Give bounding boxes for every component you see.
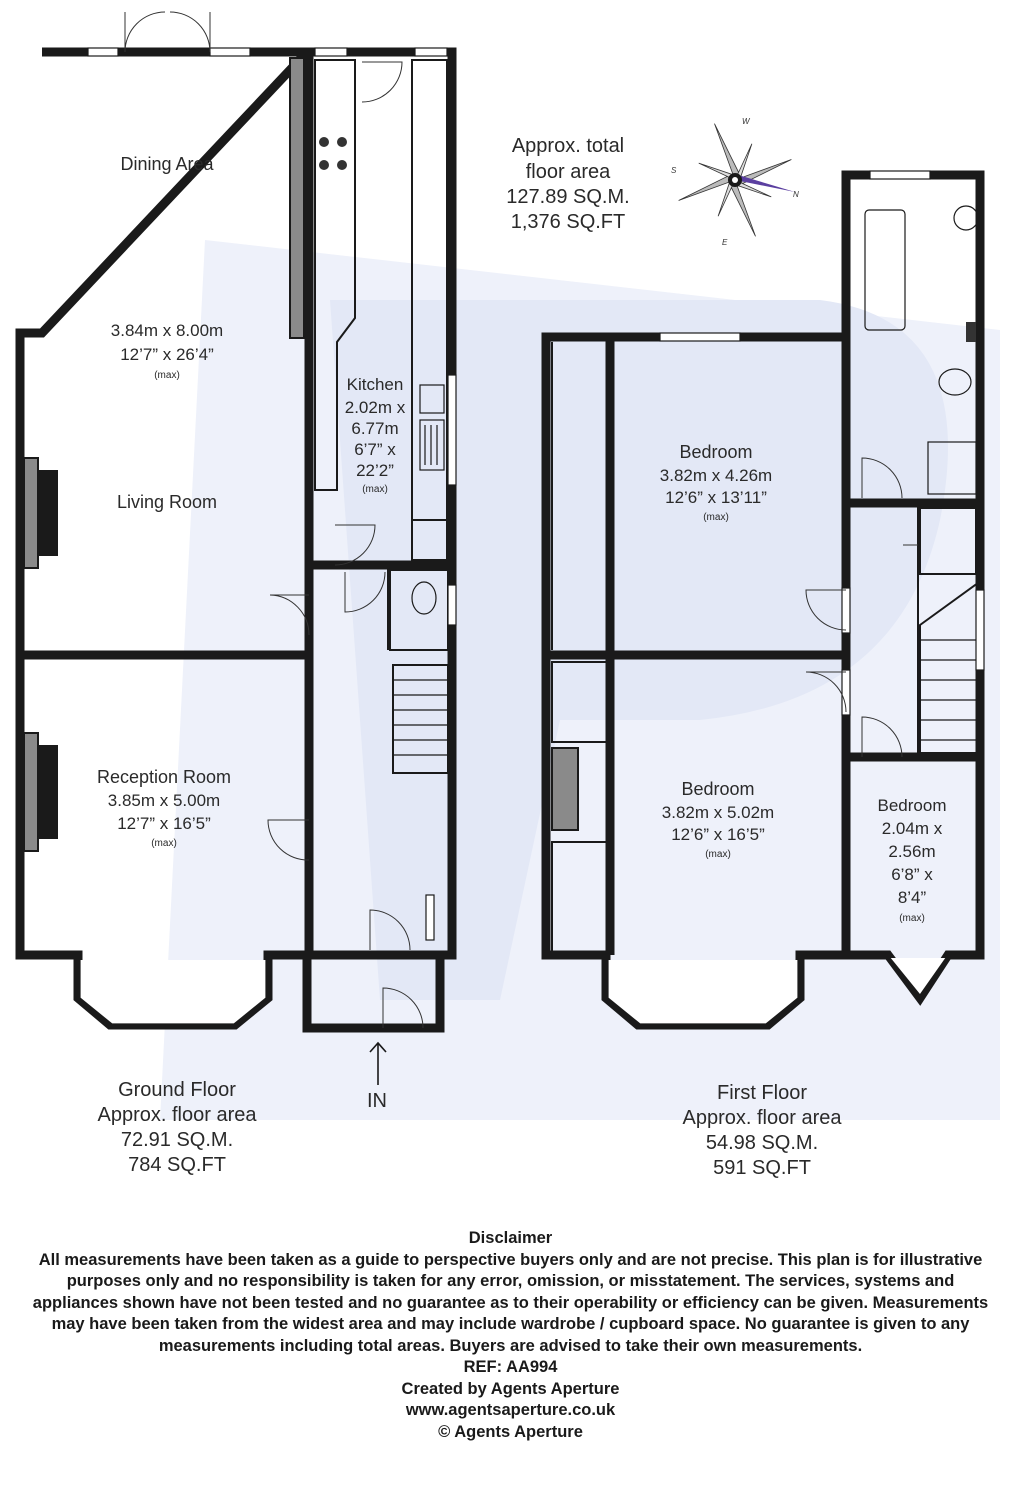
first-caption-4: 591 SQ.FT bbox=[713, 1157, 811, 1179]
kitchen-dim-3: 6’7” x bbox=[354, 440, 396, 459]
toilet-icon bbox=[411, 581, 437, 615]
total-area-sqm: 127.89 SQ.M. bbox=[506, 186, 629, 208]
compass-icon bbox=[678, 123, 795, 237]
kitchen-dim-4: 22’2” bbox=[356, 461, 394, 480]
sink-icon bbox=[419, 384, 445, 471]
total-area-sqft: 1,376 SQ.FT bbox=[511, 211, 626, 233]
living-max-note: (max) bbox=[154, 370, 180, 381]
bedroom-1-dim-ft: 12’6” x 13’11” bbox=[665, 488, 767, 507]
reception-max-note: (max) bbox=[151, 838, 177, 849]
dining-area-label: Dining Area bbox=[120, 154, 214, 174]
first-caption-3: 54.98 SQ.M. bbox=[706, 1132, 818, 1154]
watermark-logo bbox=[160, 240, 1000, 1120]
ground-floor-plan bbox=[15, 11, 457, 1085]
toilet-icon-upstairs bbox=[938, 368, 972, 396]
bedroom-3-dim-3: 6’8” x bbox=[891, 865, 933, 884]
floor-plan: W N S E Approx. total floor area 127.89 … bbox=[15, 11, 1000, 1179]
living-dim-m: 3.84m x 8.00m bbox=[111, 321, 223, 340]
reception-dim-ft: 12’7” x 16’5” bbox=[117, 814, 211, 833]
bedroom-1-dim-m: 3.82m x 4.26m bbox=[660, 466, 772, 485]
created-by: Created by Agents Aperture bbox=[401, 1379, 620, 1398]
bedroom-3-dim-2: 2.56m bbox=[888, 842, 935, 861]
copyright: © Agents Aperture bbox=[438, 1422, 583, 1441]
first-caption-1: First Floor bbox=[717, 1082, 807, 1104]
first-floor-plan bbox=[541, 170, 985, 1030]
entry-label: IN bbox=[367, 1090, 387, 1112]
ground-caption-1: Ground Floor bbox=[118, 1079, 236, 1101]
hob-icon bbox=[319, 137, 347, 170]
bath-icon bbox=[864, 209, 906, 331]
ground-caption-4: 784 SQ.FT bbox=[128, 1154, 226, 1176]
ground-caption-2: Approx. floor area bbox=[98, 1104, 258, 1126]
kitchen-max-note: (max) bbox=[362, 484, 388, 495]
basin-icon bbox=[953, 205, 979, 231]
shower-icon bbox=[927, 441, 977, 495]
bedroom-3-dim-1: 2.04m x bbox=[882, 819, 943, 838]
bedroom-3-label: Bedroom bbox=[878, 796, 947, 815]
total-area-line2: floor area bbox=[526, 161, 611, 183]
total-area-line1: Approx. total bbox=[512, 135, 624, 157]
disclaimer-body: All measurements have been taken as a gu… bbox=[32, 1250, 989, 1355]
first-stairs bbox=[919, 581, 979, 754]
ground-stairs bbox=[392, 664, 449, 774]
compass-e: E bbox=[722, 238, 728, 247]
disclaimer-title: Disclaimer bbox=[468, 1229, 553, 1247]
ground-caption-3: 72.91 SQ.M. bbox=[121, 1129, 233, 1151]
bedroom-2-label: Bedroom bbox=[681, 779, 754, 799]
reception-dim-m: 3.85m x 5.00m bbox=[108, 791, 220, 810]
kitchen-label: Kitchen bbox=[347, 375, 404, 394]
website-link[interactable]: www.agentsaperture.co.uk bbox=[405, 1401, 616, 1419]
bedroom-2-dim-m: 3.82m x 5.02m bbox=[662, 803, 774, 822]
compass-w: W bbox=[742, 117, 751, 126]
bedroom-2-dim-ft: 12’6” x 16’5” bbox=[671, 825, 765, 844]
kitchen-dim-2: 6.77m bbox=[351, 419, 398, 438]
reference-number: REF: AA994 bbox=[463, 1358, 558, 1376]
disclaimer-block: Disclaimer All measurements have been ta… bbox=[30, 1228, 991, 1443]
bedroom-1-label: Bedroom bbox=[679, 442, 752, 462]
kitchen-dim-1: 2.02m x bbox=[345, 398, 406, 417]
bedroom-3-dim-4: 8’4” bbox=[898, 888, 927, 907]
first-caption-2: Approx. floor area bbox=[683, 1107, 843, 1129]
reception-room-label: Reception Room bbox=[97, 767, 231, 787]
bedroom-2-max-note: (max) bbox=[705, 849, 731, 860]
living-dim-ft: 12’7” x 26’4” bbox=[120, 345, 214, 364]
living-room-label: Living Room bbox=[117, 492, 217, 512]
bedroom-1-max-note: (max) bbox=[703, 512, 729, 523]
compass-s: S bbox=[671, 166, 677, 175]
compass-n: N bbox=[793, 190, 799, 199]
bedroom-3-max-note: (max) bbox=[899, 913, 925, 924]
